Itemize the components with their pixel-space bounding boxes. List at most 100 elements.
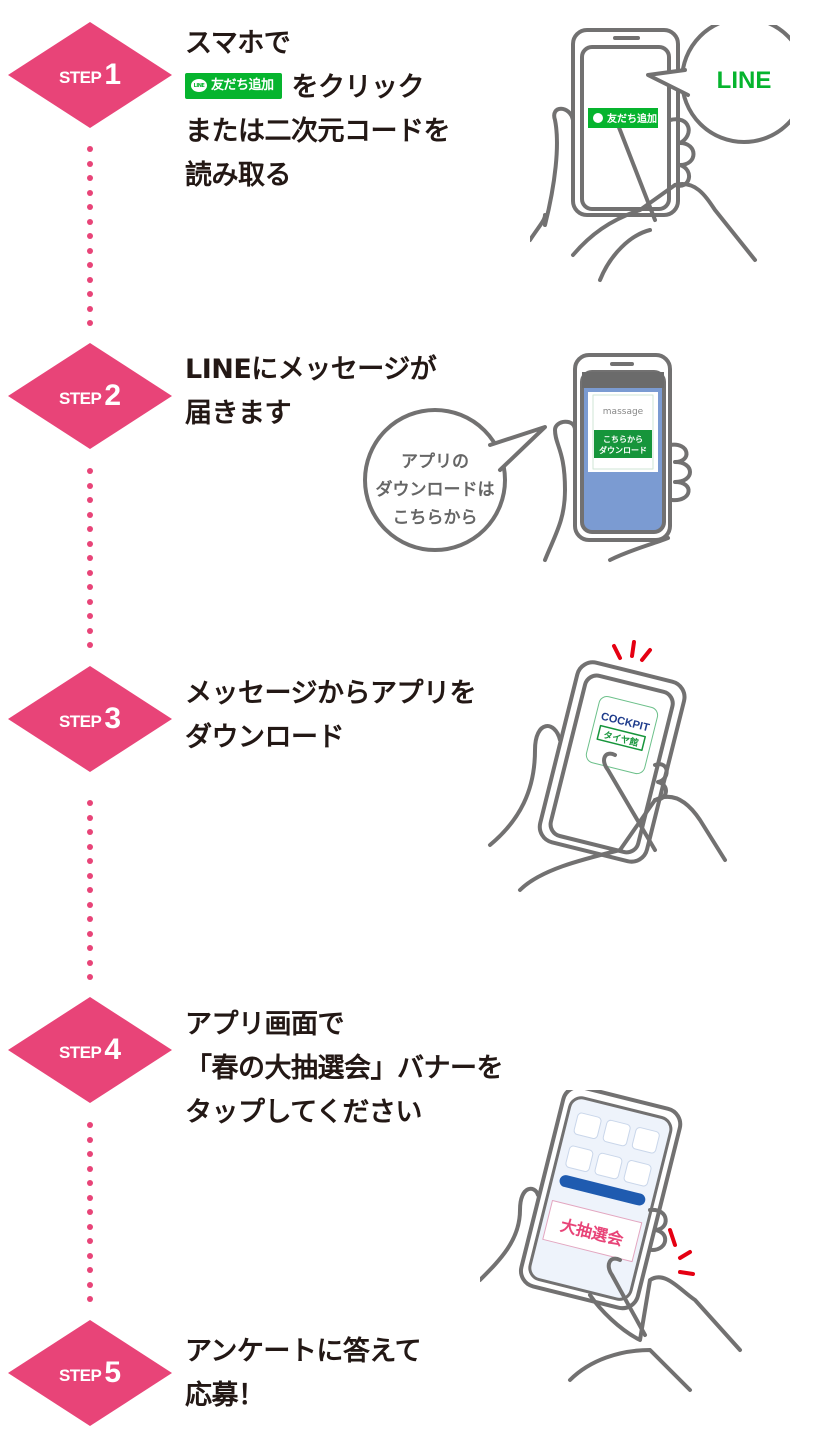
connector-dot [87, 1136, 93, 1143]
step-label: STEP [58, 68, 102, 87]
connector-dot [87, 1267, 93, 1273]
connector-dot [87, 218, 93, 225]
dotted-connector-1 [87, 146, 93, 335]
step-4-line-3: タップしてください [185, 1097, 422, 1128]
step-label: STEP [58, 712, 102, 731]
line-logo-text: LINE [717, 67, 772, 94]
connector-dot [87, 930, 93, 937]
connector-dot [87, 233, 93, 239]
connector-dot [87, 511, 93, 518]
connector-dot [87, 800, 93, 806]
connector-dot [87, 843, 93, 850]
line-add-friend-label: 友だち追加 [211, 77, 274, 93]
connector-dot [87, 555, 93, 561]
bubble-line-1: アプリの [401, 452, 469, 472]
connector-dot [87, 468, 93, 474]
step-3-text: メッセージからアプリを ダウンロード [185, 672, 476, 760]
step-1-line-1: スマホで [185, 28, 291, 59]
step-5-text: アンケートに答えて 応募！ [185, 1330, 422, 1418]
download-speech-bubble: アプリの ダウンロードは こちらから [350, 448, 520, 532]
connector-dot [87, 189, 93, 196]
connector-dot [87, 1281, 93, 1288]
dotted-connector-2 [87, 468, 93, 657]
bubble-line-2: ダウンロードは [375, 480, 495, 500]
step-number: 1 [104, 58, 122, 91]
massage-card-title: massage [603, 407, 644, 417]
connector-dot [87, 1238, 93, 1244]
step-number: 5 [104, 1356, 122, 1389]
dotted-connector-3 [87, 800, 93, 989]
line-add-friend-button[interactable]: LINE 友だち追加 [185, 72, 282, 99]
connector-dot [87, 497, 93, 503]
step-3-illustration: COCKPIT タイヤ館 [488, 640, 727, 892]
connector-dot [87, 247, 93, 254]
bubble-line-3: こちらから [392, 508, 478, 528]
line-icon: LINE [191, 79, 207, 92]
connector-dot [87, 1151, 93, 1157]
download-card-button-line-1: こちらから [603, 435, 643, 444]
download-card-button-line-2: ダウンロード [599, 445, 647, 455]
connector-dot [87, 1180, 93, 1186]
connector-dot [87, 320, 93, 326]
connector-dot [87, 1122, 93, 1128]
connector-dot [87, 916, 93, 922]
step-1-illustration: LINE 友だち追加 [530, 25, 790, 282]
connector-dot [87, 526, 93, 532]
connector-dot [87, 829, 93, 835]
connector-dot [87, 642, 93, 648]
step-label: STEP [58, 389, 102, 408]
connector-dot [87, 204, 93, 210]
step-number: 2 [104, 379, 122, 412]
step-1-line-3: または二次元コードを [185, 116, 451, 147]
step-5-line-1: アンケートに答えて [185, 1336, 422, 1367]
dotted-connector-4 [87, 1122, 93, 1311]
connector-dot [87, 945, 93, 951]
step-1-line-2: をクリック [291, 72, 425, 103]
step-2-illustration: massage こちらから ダウンロード [363, 353, 692, 562]
step-2-line-2: 届きます [185, 398, 292, 429]
connector-dot [87, 1223, 93, 1230]
connector-dot [87, 305, 93, 312]
connector-dot [87, 262, 93, 268]
phone-screen-add-friend: 友だち追加 [607, 112, 657, 125]
connector-dot [87, 1165, 93, 1172]
connector-dot [87, 627, 93, 634]
step-4-line-1: アプリ画面で [185, 1009, 345, 1040]
connector-dot [87, 146, 93, 152]
step-1-line-4: 読み取る [185, 160, 292, 191]
connector-dot [87, 959, 93, 966]
connector-dot [87, 160, 93, 167]
step-3-line-1: メッセージからアプリを [185, 678, 476, 709]
connector-dot [87, 887, 93, 893]
connector-dot [87, 1194, 93, 1201]
connector-dot [87, 814, 93, 821]
step-1-text: スマホで LINE 友だち追加 をクリック または二次元コードを 読み取る [185, 22, 451, 198]
step-5-line-2: 応募！ [185, 1380, 265, 1411]
connector-dot [87, 974, 93, 980]
connector-dot [87, 482, 93, 489]
step-label: STEP [58, 1043, 102, 1062]
step-2-line-1: LINEにメッセージが [185, 354, 437, 385]
connector-dot [87, 858, 93, 864]
step-label: STEP [58, 1366, 102, 1385]
step-4-text: アプリ画面で 「春の大抽選会」バナーを タップしてください [185, 1003, 504, 1135]
connector-dot [87, 872, 93, 879]
connector-dot [87, 613, 93, 619]
connector-dot [87, 1296, 93, 1302]
connector-dot [87, 1252, 93, 1259]
connector-dot [87, 584, 93, 590]
step-3-line-2: ダウンロード [185, 722, 344, 753]
connector-dot [87, 569, 93, 576]
connector-dot [87, 175, 93, 181]
step-4-line-2: 「春の大抽選会」バナーを [185, 1053, 504, 1084]
step-2-text: LINEにメッセージが 届きます [185, 348, 437, 436]
connector-dot [87, 901, 93, 908]
connector-dot [87, 540, 93, 547]
connector-dot [87, 291, 93, 297]
connector-dot [87, 276, 93, 283]
